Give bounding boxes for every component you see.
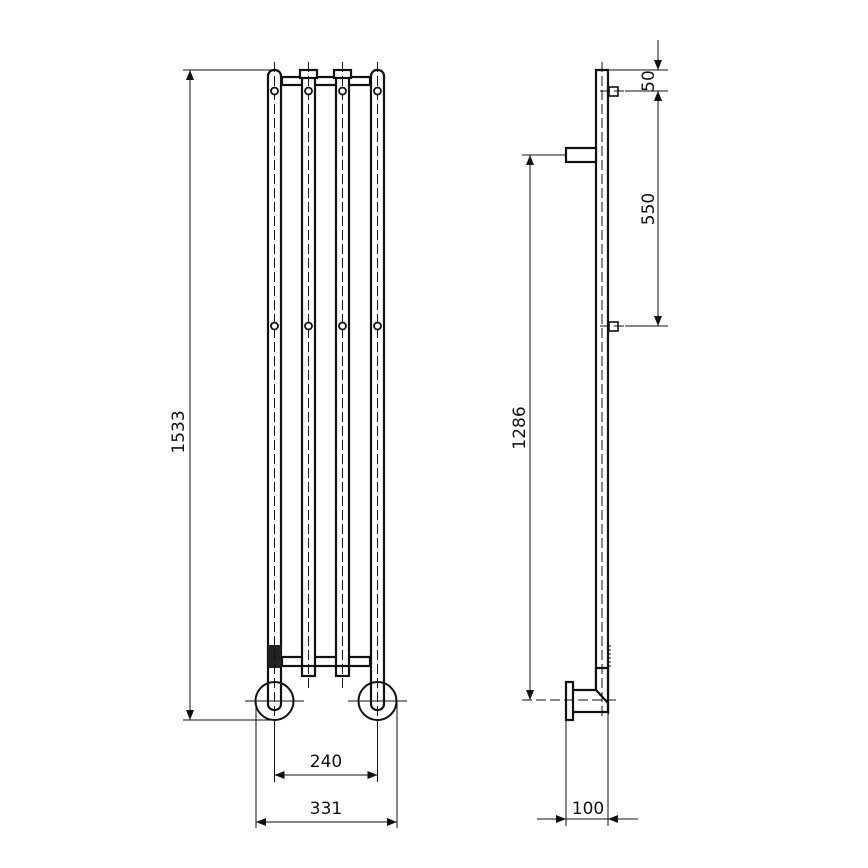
dimension-label-overall: 331 — [310, 799, 342, 819]
dimension-50: 50 — [608, 40, 668, 110]
dimension-1533: 1533 — [169, 69, 275, 721]
dimension-label-hook-height: 1286 — [510, 406, 530, 449]
dimension-label-top-offset: 50 — [639, 70, 659, 92]
dimension-1286: 1286 — [510, 154, 620, 701]
dimension-240: 240 — [274, 720, 378, 782]
wall-plate — [564, 680, 575, 722]
dimension-label-bracket-spacing: 550 — [639, 193, 659, 225]
mounting-points — [270, 86, 382, 331]
dimension-label-centers: 240 — [310, 752, 342, 772]
dimension-550: 550 — [625, 91, 668, 327]
radiator-tubes — [266, 62, 386, 735]
towel-hook — [564, 146, 598, 164]
dimension-label-depth: 100 — [572, 799, 604, 819]
front-view: 1533 240 331 — [169, 62, 407, 828]
side-view: 50 550 1286 100 — [510, 40, 668, 826]
dimension-100: 100 — [537, 712, 638, 826]
dimension-label-height: 1533 — [169, 410, 189, 453]
dimension-331: 331 — [255, 701, 398, 828]
